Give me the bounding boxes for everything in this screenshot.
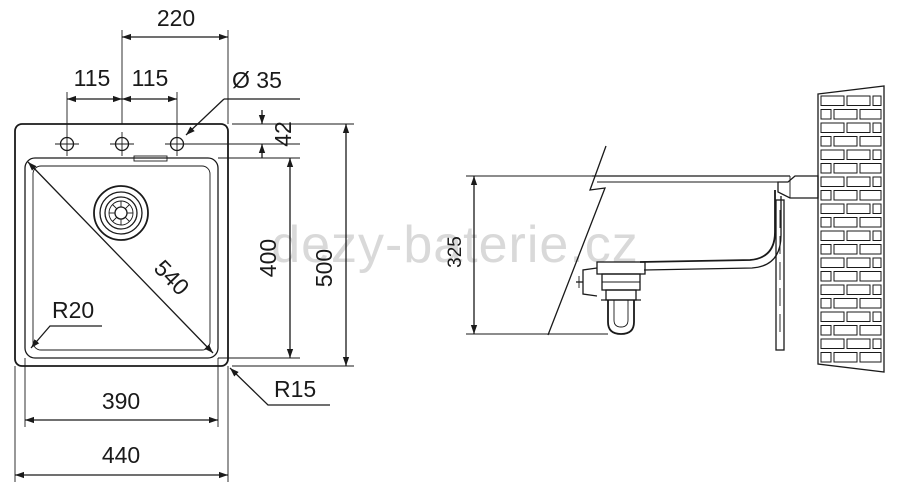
brick (846, 230, 871, 241)
break-line (547, 145, 607, 336)
sink-bowl-wall-outer (643, 196, 782, 271)
brick (846, 176, 871, 187)
brick (820, 109, 832, 120)
sink-bowl-outline (24, 157, 219, 359)
dim-325-label: 325 (445, 236, 466, 268)
brick (872, 176, 882, 187)
drain-strainer (93, 185, 149, 241)
brick (833, 352, 858, 363)
brick (820, 325, 832, 336)
dim-400-label: 400 (255, 239, 281, 277)
brick (820, 122, 845, 133)
dim-42-label: 42 (270, 121, 296, 147)
side-view: 325 (445, 85, 885, 373)
dim-diameter-35-label: Ø 35 (232, 67, 282, 93)
brick (820, 284, 845, 295)
tap-hole-center (110, 132, 134, 156)
brick (820, 352, 832, 363)
brick (820, 338, 845, 349)
watermark: dezy-baterie.cz (271, 216, 639, 274)
brick-wall-outline (817, 85, 885, 373)
brick (859, 244, 882, 255)
brick (833, 271, 858, 282)
brick (846, 149, 871, 160)
brick (846, 338, 871, 349)
brick (820, 149, 845, 160)
brick (833, 298, 858, 309)
brick (833, 244, 858, 255)
brick (820, 217, 832, 228)
dim-220-label: 220 (157, 5, 195, 31)
brick (820, 203, 845, 214)
brick (859, 352, 882, 363)
brick (846, 311, 871, 322)
tap-hole-right (165, 132, 189, 156)
dim-115-right-label: 115 (132, 65, 169, 91)
brick (859, 325, 882, 336)
brick (820, 257, 845, 268)
brick (859, 271, 882, 282)
brick (833, 163, 858, 174)
dim-r20-label: R20 (52, 297, 94, 323)
brick (859, 217, 882, 228)
dim-390-label: 390 (102, 388, 140, 414)
overflow-slot (133, 155, 168, 162)
leader-radius-15 (229, 367, 330, 406)
brick (872, 149, 882, 160)
brick (872, 95, 882, 106)
sink-rim-lip (777, 175, 819, 199)
brick (872, 311, 882, 322)
brick (859, 163, 882, 174)
dim-500-label: 500 (311, 249, 337, 287)
brick (859, 109, 882, 120)
drain-body (576, 261, 646, 335)
brick (872, 284, 882, 295)
tap-hole-left (55, 132, 79, 156)
brick (846, 122, 871, 133)
brick (833, 109, 858, 120)
brick (820, 136, 832, 147)
dim-440-label: 440 (102, 442, 140, 468)
brick (872, 230, 882, 241)
leader-radius-20 (30, 325, 102, 349)
brick (820, 298, 832, 309)
top-view: 540 220 115 115 Ø 35 42 400 500 (14, 5, 354, 482)
dim-r15-label: R15 (274, 376, 316, 402)
brick (833, 325, 858, 336)
brick (872, 338, 882, 349)
brick (820, 190, 832, 201)
brick (833, 136, 858, 147)
brick (833, 190, 858, 201)
sink-outer-outline (14, 123, 229, 367)
brick (859, 298, 882, 309)
brick (872, 257, 882, 268)
brick (820, 176, 845, 187)
diagonal-dimension-line (27, 161, 214, 354)
brick (859, 190, 882, 201)
brick (820, 163, 832, 174)
cabinet-side-panel (775, 199, 785, 351)
brick (820, 271, 832, 282)
brick (859, 136, 882, 147)
brick (846, 203, 871, 214)
brick (846, 257, 871, 268)
brick (820, 95, 845, 106)
brick (820, 244, 832, 255)
brick (820, 311, 845, 322)
brick (846, 284, 871, 295)
brick (820, 230, 845, 241)
brick (872, 203, 882, 214)
brick-wall (817, 85, 885, 373)
leader-diameter-35 (185, 98, 225, 136)
brick (872, 122, 882, 133)
sink-bowl-wall (639, 190, 776, 263)
brick (833, 217, 858, 228)
brick (846, 95, 871, 106)
dim-115-left-label: 115 (74, 65, 111, 91)
